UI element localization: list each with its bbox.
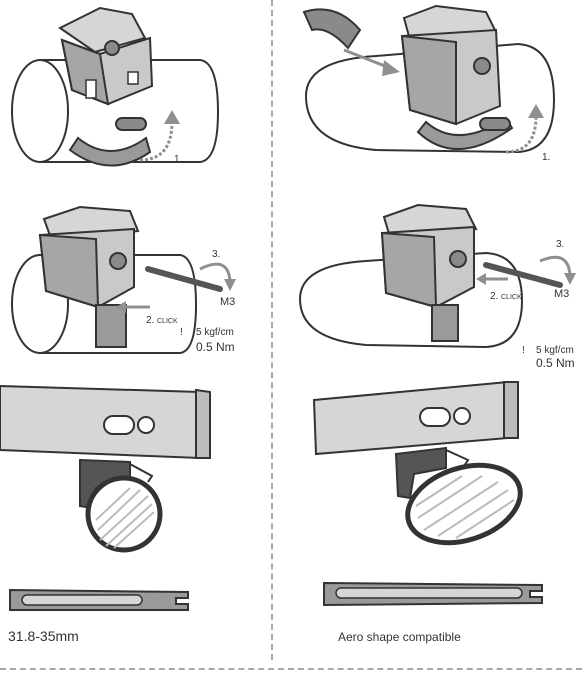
step-1-label: 1. [174,154,182,165]
torque-kgf: 5 kgf/cm [196,327,234,338]
warning-symbol-right: ! [522,345,525,356]
strap [95,304,127,348]
step-3-label: 3. [212,249,220,260]
mount-left-face [400,34,457,126]
step-2-label: 2. [146,315,154,326]
left-caption: 31.8-35mm [8,628,79,644]
screw-head [109,252,127,270]
right-mounted-illustration [312,380,523,546]
left-strap-illustration [9,588,189,611]
screw-head [449,250,467,268]
bolt [483,262,563,288]
screw-size-label: M3 [220,296,235,308]
rotate-arrow [199,262,232,282]
bolt [145,266,223,292]
rotate-arrowhead [564,273,576,285]
vertical-divider [271,0,273,660]
light-end-cap [195,388,211,459]
insert-arrow-line [343,48,391,70]
screw-size-label-right: M3 [554,288,569,300]
screw-head [104,40,120,56]
rotate-arrowhead [528,104,544,118]
strap-pin [479,117,511,131]
light-body [312,380,509,456]
right-caption: Aero shape compatible [338,630,461,644]
mount-slot [85,79,97,99]
torque-kgf-right: 5 kgf/cm [536,345,574,356]
rotate-arrow [539,255,572,276]
indicator-led [453,407,471,425]
push-arrowhead [476,273,486,285]
cross-section-hatching [415,475,515,539]
left-step1-illustration: 1. [11,6,220,167]
strap [68,136,152,167]
push-arrowhead [116,301,126,313]
rotate-arrowhead [164,110,180,124]
mount-latch [445,449,470,467]
torque-nm: 0.5 Nm [196,340,235,354]
horizontal-divider [0,668,582,670]
screw-head [473,57,491,75]
light-end-cap [503,381,519,439]
warning-symbol: ! [180,327,183,338]
rotate-arrow [139,121,174,162]
mount-top [58,6,147,54]
rotate-arrow [505,115,538,154]
cross-section-hatching [95,487,155,549]
strap-slot [21,594,143,606]
power-button [103,415,135,435]
strap [431,304,459,342]
mount-bracket [394,446,447,500]
rotate-arrowhead [224,279,236,291]
left-step2-illustration: 2. CLICK 3. M3 ! 5 kgf/cm 0.5 Nm [11,205,236,354]
right-strap-illustration [323,581,543,607]
round-cross-section [85,475,163,553]
shim-insert [302,8,362,50]
right-step2-illustration: 2. CLICK 3. M3 ! 5 kgf/cm [298,203,576,356]
mount-slot-2 [127,71,139,85]
insert-arrowhead [382,60,400,76]
torque-nm-right: 0.5 Nm [536,356,575,370]
click-label: CLICK [157,318,178,325]
step-3-label-right: 3. [556,239,564,250]
click-label-right: CLICK [501,294,522,301]
indicator-led [137,416,155,434]
strap-slot [335,587,523,599]
power-button [419,407,451,427]
left-mounted-illustration [0,384,211,553]
strap-pin [115,117,147,131]
right-step1-illustration: 1. [302,4,556,163]
light-body [0,384,201,460]
mount-latch [129,463,154,483]
tube-end [11,59,69,163]
step-1-label-right: 1. [542,152,550,163]
step-2-label-right: 2. [490,291,498,302]
